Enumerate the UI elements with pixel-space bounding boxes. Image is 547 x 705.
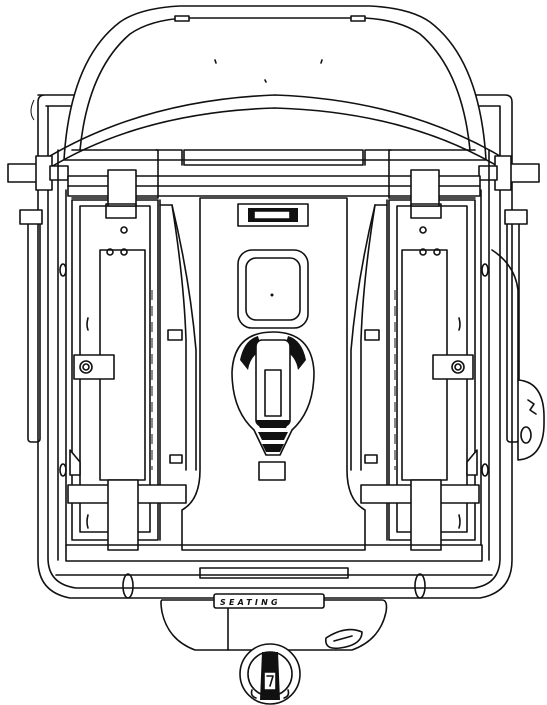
brand-plate-text: SEATING	[220, 598, 281, 607]
front-console: SEATING	[160, 593, 388, 651]
right-side-rail	[480, 149, 528, 561]
right-suspension-column	[350, 149, 478, 541]
left-side-rail	[19, 149, 67, 561]
weight-adjustment-knob	[239, 643, 301, 705]
side-lever	[517, 379, 545, 461]
central-plate	[181, 149, 366, 551]
bottom-frame	[65, 479, 483, 599]
backrest	[30, 5, 511, 171]
top-hinge-rod	[7, 155, 540, 197]
shock-absorber	[231, 331, 315, 481]
